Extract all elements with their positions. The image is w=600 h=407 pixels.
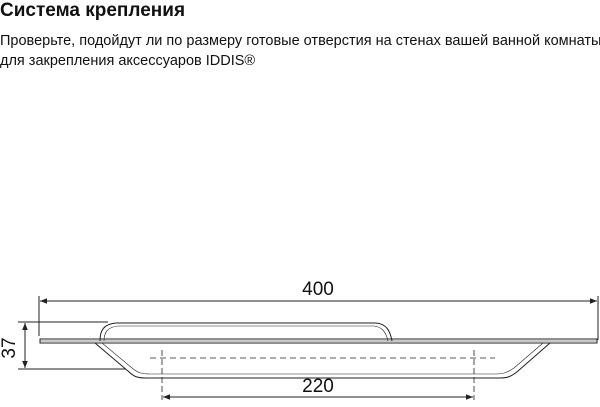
shelf-profile: [39, 322, 598, 379]
width-dimension-label: 400: [302, 279, 334, 300]
hole-spacing-dimension: 220: [163, 376, 473, 400]
mounting-bracket: [94, 342, 551, 379]
page-title: Система крепления: [0, 0, 186, 21]
height-dimension: 37: [0, 321, 126, 370]
mounting-bracket-inner: [101, 342, 544, 375]
width-dimension: 400: [38, 279, 599, 340]
description: Проверьте, подойдут ли по размеру готовы…: [0, 31, 600, 71]
height-dimension-label: 37: [0, 337, 20, 358]
description-line-1: Проверьте, подойдут ли по размеру готовы…: [0, 33, 600, 49]
shelf-top-insert: [99, 322, 393, 342]
description-line-2: для закрепления аксессуаров IDDIS®: [0, 53, 256, 69]
shelf-plate: [39, 338, 598, 344]
shelf-top-insert-inner: [103, 325, 389, 342]
hole-spacing-label: 220: [302, 376, 334, 397]
